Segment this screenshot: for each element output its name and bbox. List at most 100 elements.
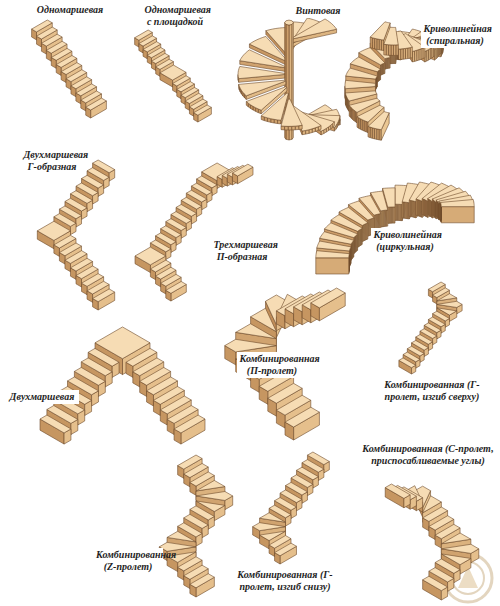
stair-face [240,50,286,68]
stair-face [360,229,362,246]
staircase-figure [253,452,330,564]
stair-face [403,48,405,59]
stair-face [375,38,377,49]
stair-face [416,199,417,215]
stair-face [441,207,474,223]
stair-face [260,513,286,522]
staircase-figure [316,182,474,274]
stair-face [379,70,381,81]
stair-face [433,200,435,217]
stair-face [275,543,297,556]
stair-face [435,201,437,218]
stair-face [292,19,337,39]
staircase-figure [32,20,107,118]
stair-face [285,20,294,25]
stair-face [364,224,366,241]
stair-face [190,574,214,588]
stair-face [349,105,350,117]
stair-face [393,45,395,55]
stair-face [316,251,350,258]
staircase-figure [238,18,340,140]
staircase-figure [225,288,345,440]
stair-type-label: Криволинейная (циркульная) [371,228,440,254]
stair-face [384,27,398,45]
stair-face [381,40,383,51]
stair-face [441,199,475,206]
stair-face [346,68,378,79]
stair-face [370,37,372,48]
stair-face [377,39,379,50]
stair-face [194,105,212,115]
stair-face [422,199,424,216]
stair-face [409,200,410,216]
stair-face [345,80,376,88]
stair-face [391,45,393,56]
staircase-figure [37,160,114,310]
stair-face [232,164,253,176]
stair-face [434,201,436,218]
stair-face [424,199,426,216]
stair-face [358,230,360,247]
stair-face [425,200,427,217]
stair-face [396,45,398,56]
stair-face [359,229,361,246]
stair-face [399,358,416,368]
stair-face [389,58,391,69]
stair-face [253,523,286,531]
stair-face [376,76,377,87]
stair-face [429,200,431,217]
stair-face [379,39,381,50]
staircase-figure [159,455,232,597]
stair-face [366,121,368,132]
stair-face [225,339,277,352]
staircase-figure [399,282,462,374]
stair-face [433,200,435,217]
stair-face [385,58,387,69]
stair-face [236,324,277,339]
stair-face [354,236,356,253]
stair-face [410,47,412,58]
stair-face [383,63,385,74]
stair-face [292,126,296,130]
stair-face [398,49,400,60]
stair-face [86,98,107,110]
stair-face [441,544,478,553]
stair-face [166,281,187,293]
stair-face [430,201,432,218]
stair-face [387,58,389,69]
stair-face [386,45,388,56]
stair-face [356,234,358,251]
stair-face [281,99,302,126]
stair-face [366,223,368,240]
stair-face [384,44,386,55]
stair-face [384,63,386,74]
stair-face [372,38,374,49]
staircase-figure [135,30,212,122]
stair-face [408,48,410,59]
stair-face [439,202,440,219]
stair-face [354,236,356,253]
stair-face [399,49,401,60]
stair-face [419,49,421,60]
stair-face [357,117,359,129]
stair-face [423,199,425,216]
stair-face [436,201,438,218]
stair-face [405,48,407,59]
stair-face [196,480,225,491]
stair-type-label: Комбинированная (Г-пролет, изгиб снизу) [234,568,336,594]
stair-face [438,201,439,218]
stair-face [430,200,432,217]
stair-face [437,301,462,307]
staircase-figure [135,163,253,301]
stair-face [382,64,384,75]
stair-face [377,129,379,140]
stair-face [370,127,372,138]
stair-face [93,289,115,302]
stair-face [368,112,389,130]
stair-face [281,126,285,130]
stair-type-label: Винтовая [292,4,345,18]
stair-face [365,223,367,240]
stair-type-label: Трехмаршевая П-образная [211,238,274,264]
stair-face [441,533,471,544]
